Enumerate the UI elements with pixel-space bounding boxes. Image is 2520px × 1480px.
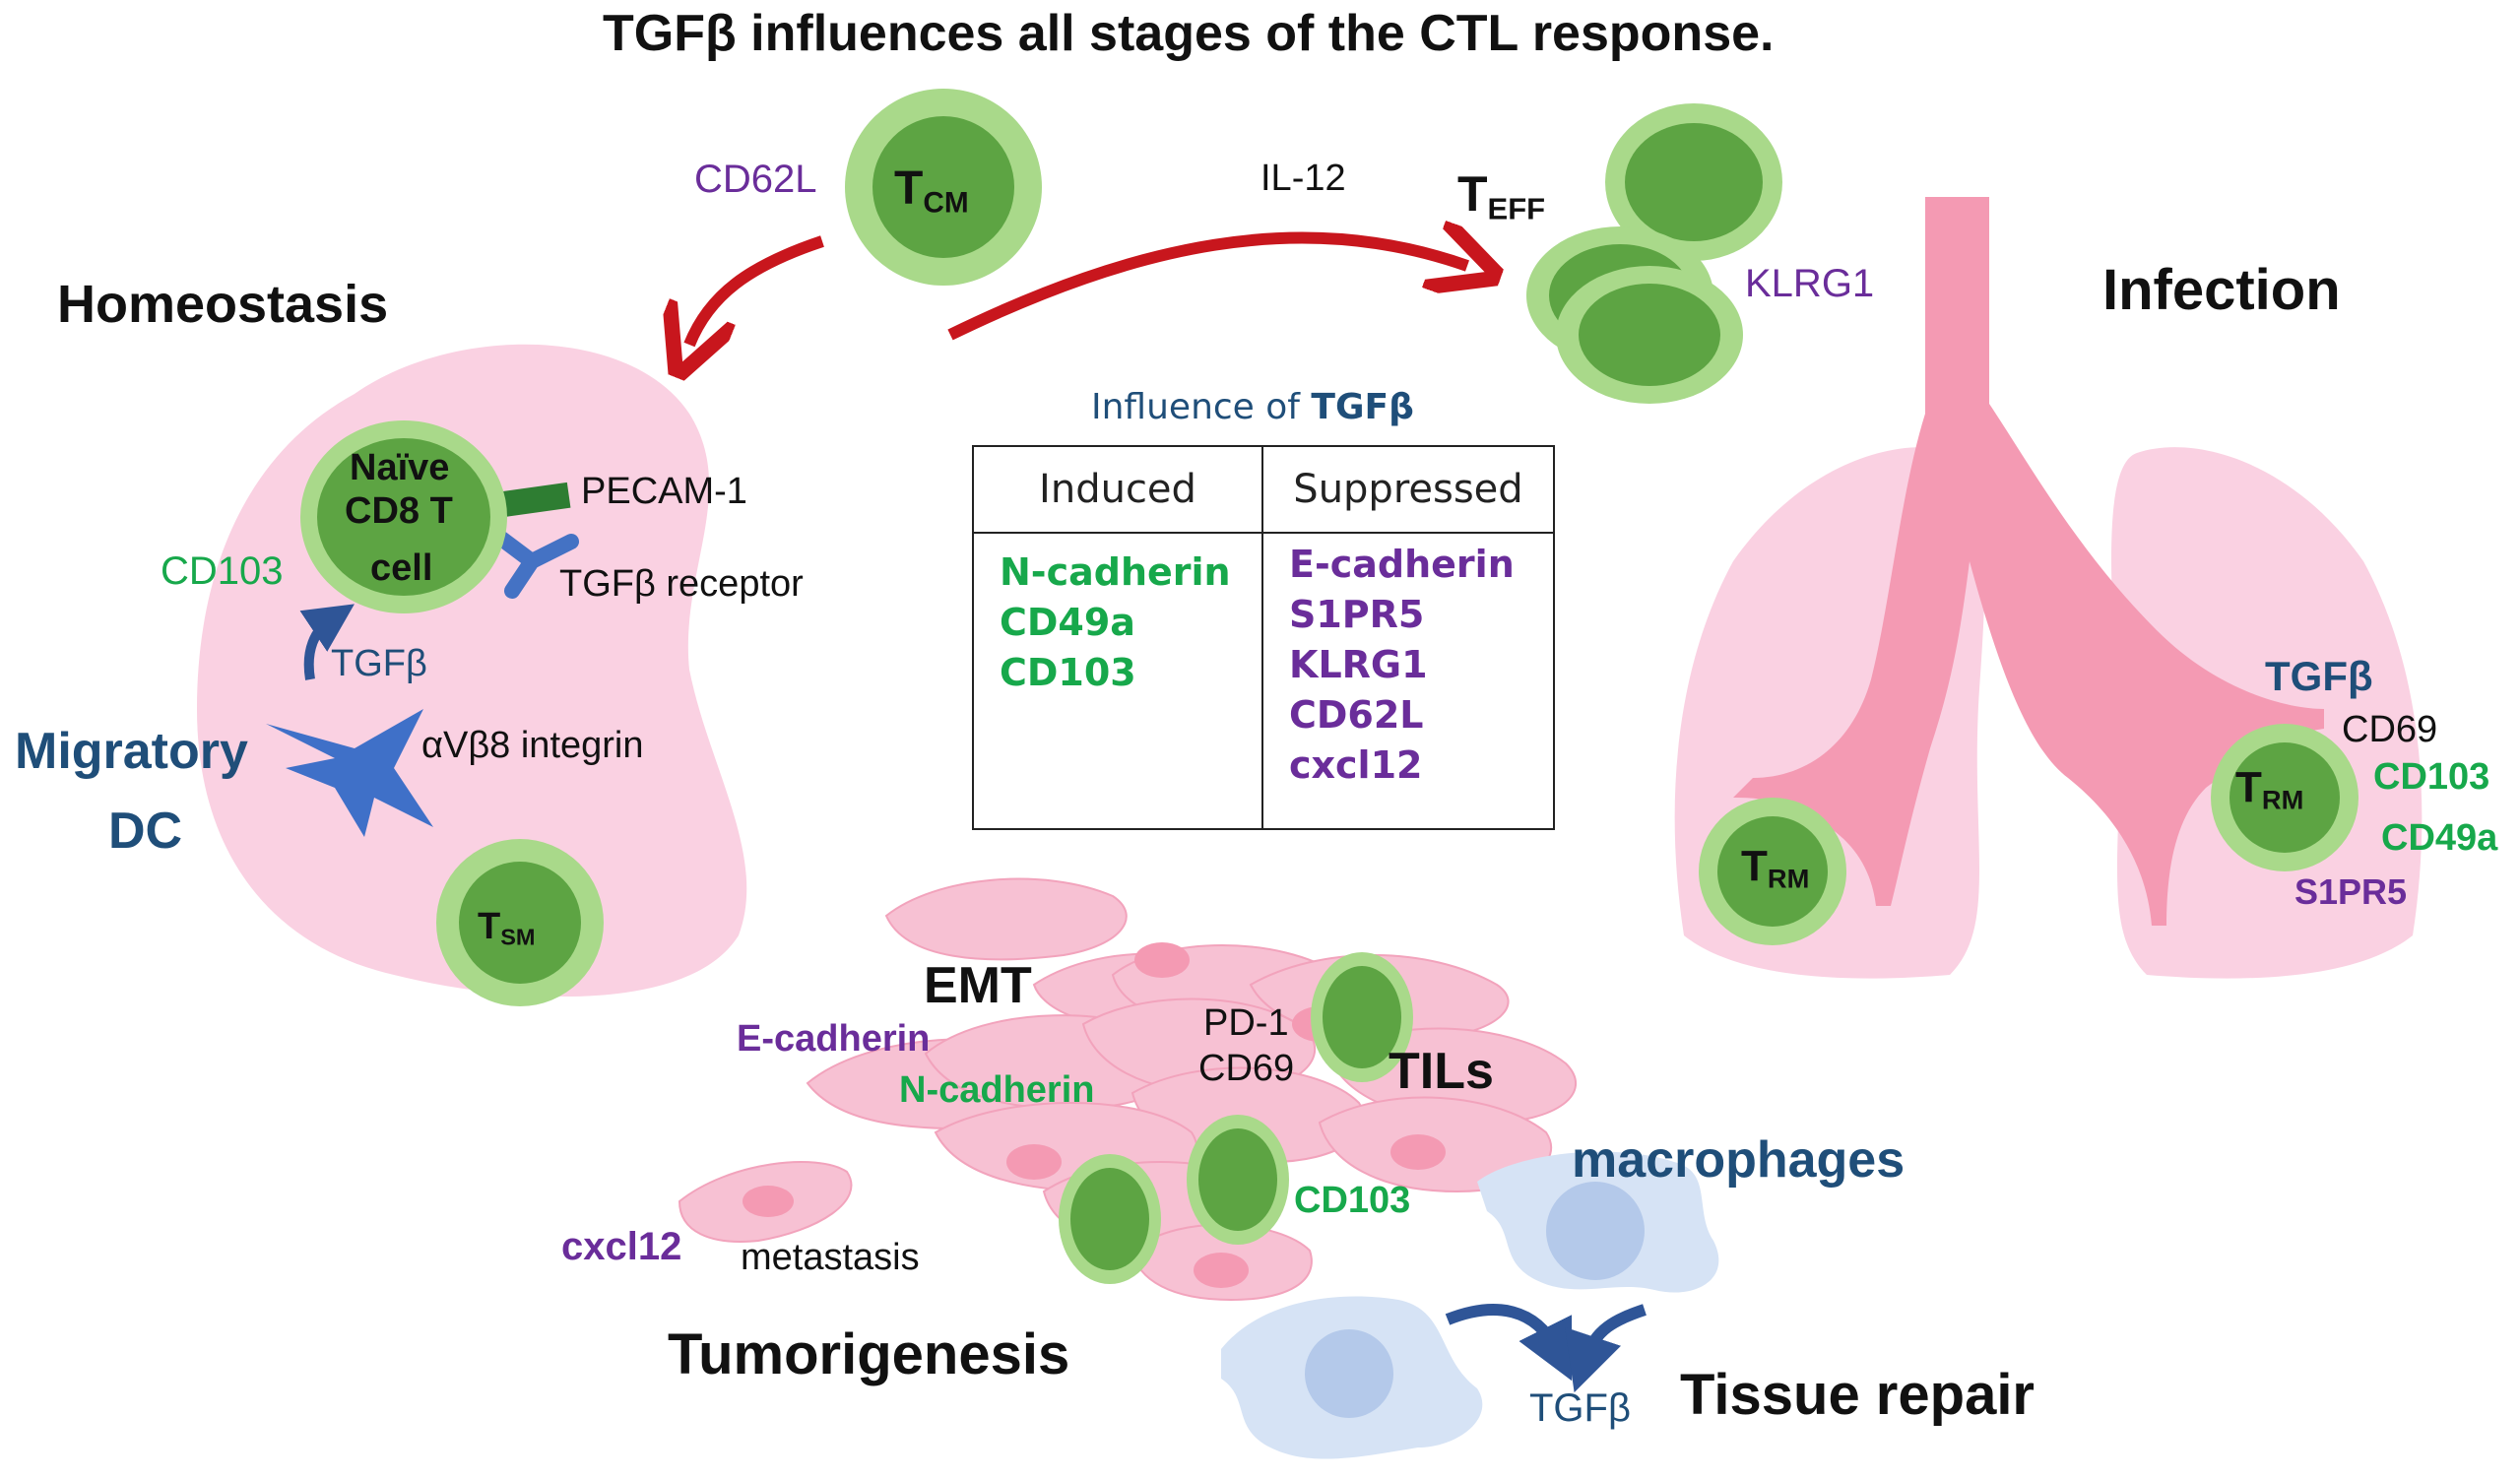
- teff-label: TEFF: [1457, 166, 1546, 226]
- tumor-nucleus: [743, 1186, 794, 1217]
- naive-cd8-cell-shape: [300, 420, 507, 613]
- tumor-nucleus: [1194, 1253, 1249, 1288]
- teff-cells-shape: [1526, 103, 1782, 404]
- macrophage-arrow: [1445, 1304, 1573, 1382]
- infection-title: Infection: [2102, 258, 2341, 322]
- tgfb-receptor-molecule: [485, 524, 579, 599]
- il12-arrow: [947, 237, 1467, 341]
- induced-item: N-cadherin: [1000, 550, 1231, 594]
- suppressed-item: KLRG1: [1289, 643, 1428, 686]
- naive-cell-line-1: Naïve: [350, 447, 450, 488]
- macrophage-nucleus: [1305, 1329, 1393, 1418]
- suppressed-item: S1PR5: [1289, 593, 1425, 636]
- suppressed-header: Suppressed: [1261, 445, 1555, 534]
- tcm-label: TCM: [894, 162, 969, 220]
- e-cadherin-tumor-label: E-cadherin: [737, 1018, 931, 1060]
- tumor-cell-cluster: [678, 877, 1578, 1302]
- s1pr5-infection-label: S1PR5: [2294, 871, 2408, 912]
- table-caption: Influence of TGFβ: [1091, 387, 1414, 427]
- induced-column: N-cadherin CD49a CD103: [972, 533, 1263, 829]
- trm-label-left: TRM: [1741, 842, 1810, 894]
- tumor-nucleus: [1390, 1134, 1446, 1170]
- macrophage-arrow: [1565, 1304, 1647, 1393]
- macrophages-label: macrophages: [1572, 1131, 1906, 1189]
- induced-header: Induced: [972, 445, 1263, 534]
- tcm-cell-shape: [845, 89, 1042, 286]
- cd69-tumor-label: CD69: [1198, 1048, 1295, 1089]
- induced-item: CD49a: [1000, 601, 1135, 644]
- cd103-homeostasis-label: CD103: [161, 549, 284, 593]
- pecam-1-molecule: [492, 482, 571, 519]
- lungs-illustration: [1674, 197, 2423, 979]
- naive-cell-line-3: cell: [370, 547, 433, 589]
- pd1-label: PD-1: [1203, 1002, 1289, 1044]
- macrophage-nucleus: [1546, 1182, 1645, 1280]
- cd49a-infection-label: CD49a: [2381, 817, 2498, 859]
- suppressed-item: cxcl12: [1289, 743, 1423, 787]
- migratory-label: Migratory: [15, 723, 248, 780]
- tsm-cell-shape: [436, 839, 604, 1006]
- tissue-repair-title: Tissue repair: [1680, 1363, 2035, 1427]
- til-cell-shape: [1187, 1115, 1289, 1245]
- til-cell-shape: [1311, 952, 1413, 1082]
- tils-label: TILs: [1389, 1043, 1494, 1100]
- integrin-label: αVβ8 integrin: [421, 725, 644, 766]
- suppressed-column: E-cadherin S1PR5 KLRG1 CD62L cxcl12: [1261, 533, 1555, 829]
- n-cadherin-tumor-label: N-cadherin: [899, 1069, 1095, 1111]
- cxcl12-label: cxcl12: [561, 1225, 682, 1268]
- suppressed-item: E-cadherin: [1289, 543, 1515, 586]
- macrophages: [1221, 1151, 1719, 1459]
- tgfb-small-arrow: [299, 604, 355, 680]
- tgfb-repair-label: TGFβ: [1529, 1386, 1631, 1430]
- tumorigenesis-title: Tumorigenesis: [668, 1322, 1070, 1386]
- trm-cell-shape-left: [1699, 798, 1846, 945]
- klrg1-effector-label: KLRG1: [1745, 262, 1875, 305]
- emt-label: EMT: [924, 957, 1032, 1014]
- naive-cell-line-2: CD8 T: [345, 490, 453, 532]
- dc-label: DC: [108, 803, 183, 860]
- homeostasis-title: Homeostasis: [57, 275, 389, 334]
- cd103-infection-label: CD103: [2373, 756, 2490, 798]
- tumor-nucleus: [1134, 942, 1190, 978]
- trachea-bronchi: [1733, 197, 2324, 926]
- tgfb-infection-label: TGFβ: [2265, 653, 2373, 699]
- induced-item: CD103: [1000, 651, 1136, 694]
- tgfb-influence-table: Induced Suppressed N-cadherin CD49a CD10…: [972, 445, 1555, 830]
- trm-label-right: TRM: [2235, 763, 2304, 815]
- tsm-label: TSM: [478, 906, 536, 950]
- tumor-nucleus: [1006, 1144, 1062, 1180]
- cd62l-label: CD62L: [694, 158, 817, 201]
- trm-cell-shape-right: [2211, 724, 2358, 871]
- cd62l-arrow: [689, 235, 824, 345]
- suppressed-item: CD62L: [1289, 693, 1424, 737]
- til-cell-shape: [1059, 1154, 1161, 1284]
- figure-title: TGFβ influences all stages of the CTL re…: [603, 5, 1775, 62]
- tgfb-homeostasis-label: TGFβ: [331, 643, 427, 684]
- tumor-cell: [884, 877, 1128, 961]
- migratory-dc-shape: [266, 709, 433, 837]
- cd103-tumor-label: CD103: [1294, 1180, 1411, 1221]
- pecam-1-label: PECAM-1: [581, 471, 747, 512]
- tgfb-receptor-label: TGFβ receptor: [559, 563, 804, 605]
- metastasis-label: metastasis: [741, 1237, 920, 1278]
- il12-label: IL-12: [1260, 158, 1346, 199]
- cd69-infection-label: CD69: [2342, 709, 2438, 750]
